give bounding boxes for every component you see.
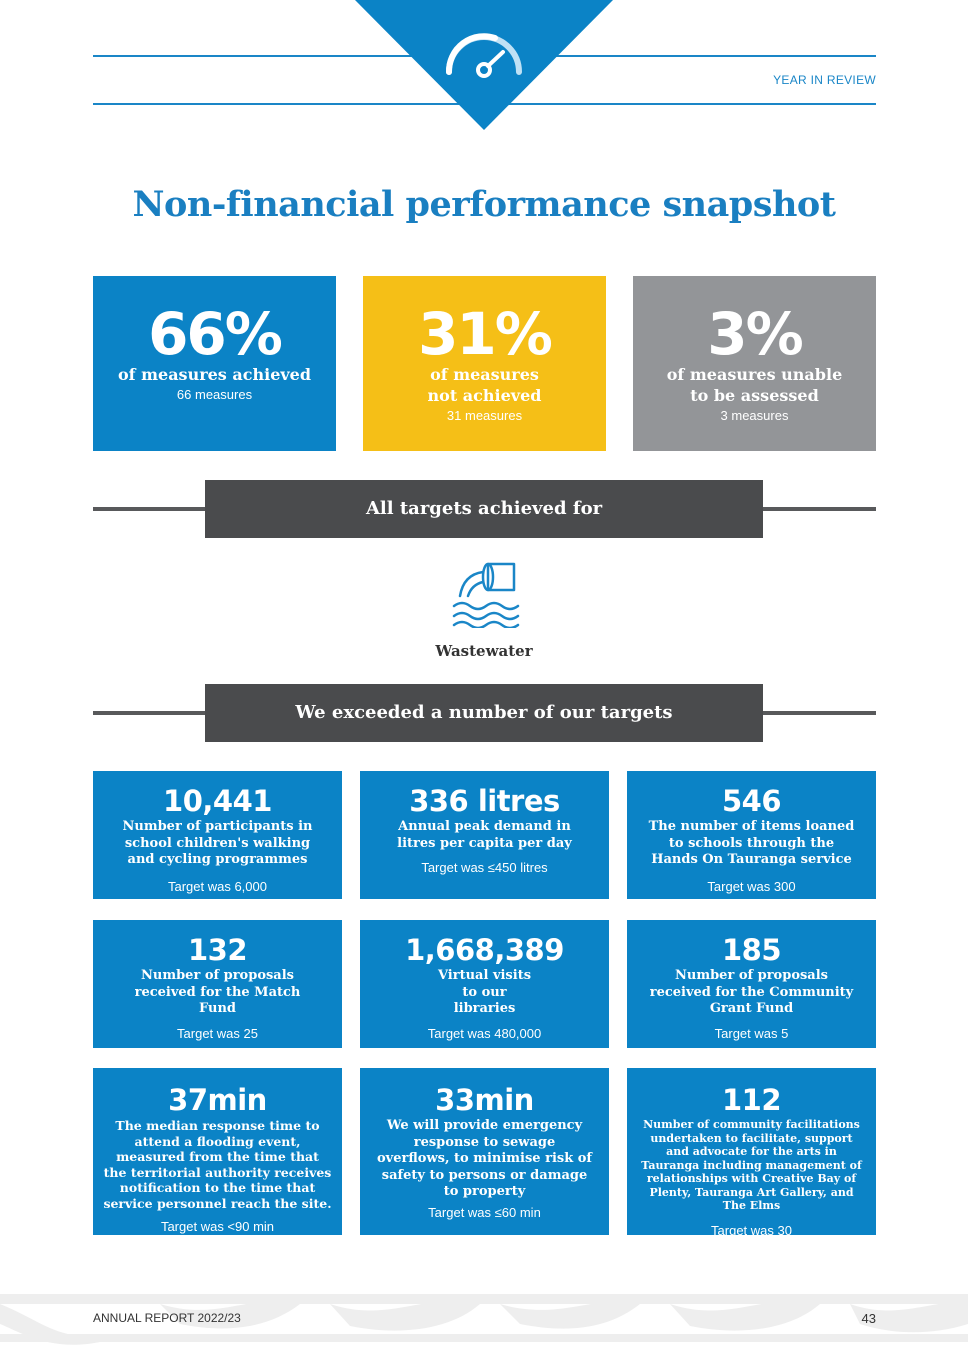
metric-value: 10,441 xyxy=(163,784,272,818)
footer-report-title: ANNUAL REPORT 2022/23 xyxy=(93,1311,241,1325)
stat-not-achieved: 31% of measures not achieved 31 measures xyxy=(363,276,606,451)
metric-target: Target was ≤450 litres xyxy=(421,860,548,875)
stat-label: of measures achieved xyxy=(117,365,312,384)
stat-value: 31% xyxy=(418,300,553,368)
metric-card: 336 litres Annual peak demand in litres … xyxy=(360,771,609,899)
page-number: 43 xyxy=(861,1311,876,1326)
metric-value: 132 xyxy=(187,933,248,967)
stat-count: 66 measures xyxy=(176,387,253,402)
metric-card: 546 The number of items loaned to school… xyxy=(627,771,876,899)
header-triangle xyxy=(355,0,613,130)
metric-card: 33min We will provide emergency response… xyxy=(360,1068,609,1235)
gauge-icon xyxy=(445,33,522,78)
metric-target: Target was 480,000 xyxy=(427,1025,542,1041)
wastewater-icon xyxy=(452,562,520,628)
metric-value: 185 xyxy=(721,933,782,967)
metric-card: 112 Number of community facilitations un… xyxy=(627,1068,876,1238)
metric-target: Target was 5 xyxy=(714,1025,789,1041)
banner-all-targets: All targets achieved for xyxy=(205,480,763,538)
metric-description: Annual peak demand in litres per capita … xyxy=(397,819,572,851)
footer-pattern xyxy=(0,1294,968,1345)
stat-count: 31 measures xyxy=(446,408,523,423)
metric-card: 132 Number of proposals received for the… xyxy=(93,920,342,1048)
metric-value: 37min xyxy=(168,1083,267,1117)
stat-value: 3% xyxy=(707,300,803,368)
metric-target: Target was 25 xyxy=(177,1025,258,1041)
metric-description: Number of proposals received for the Mat… xyxy=(134,968,301,1016)
metric-description: The number of items loaned to schools th… xyxy=(648,819,855,867)
wastewater-label: Wastewater xyxy=(435,642,533,660)
stat-count: 3 measures xyxy=(720,408,789,423)
metric-value: 546 xyxy=(721,784,782,818)
metric-value: 112 xyxy=(721,1083,782,1117)
metric-value: 336 litres xyxy=(409,784,560,818)
metric-value: 33min xyxy=(435,1083,534,1117)
metric-description: Number of community facilitations undert… xyxy=(641,1118,862,1212)
metric-value: 1,668,389 xyxy=(405,933,564,967)
section-label: YEAR IN REVIEW xyxy=(773,73,876,87)
metric-target: Target was 300 xyxy=(707,878,796,894)
metric-card: 10,441 Number of participants in school … xyxy=(93,771,342,899)
metric-card: 1,668,389 Virtual visits to our librarie… xyxy=(360,920,609,1048)
metric-target: Target was 6,000 xyxy=(167,878,267,894)
metric-description: Number of proposals received for the Com… xyxy=(649,968,854,1016)
stat-unable: 3% of measures unable to be assessed 3 m… xyxy=(633,276,876,451)
stat-label: of measures unable to be assessed xyxy=(666,365,843,405)
metric-card: 185 Number of proposals received for the… xyxy=(627,920,876,1048)
metric-description: Number of participants in school childre… xyxy=(122,819,313,867)
metric-card: 37min The median response time to attend… xyxy=(93,1068,342,1235)
metric-target: Target was <90 min xyxy=(160,1219,275,1234)
stat-value: 66% xyxy=(148,300,283,368)
metric-description: Virtual visits to our libraries xyxy=(437,968,532,1016)
stat-achieved: 66% of measures achieved 66 measures xyxy=(93,276,336,451)
stat-label: of measures not achieved xyxy=(427,365,542,405)
banner-exceeded-targets: We exceeded a number of our targets xyxy=(205,684,763,742)
metric-description: The median response time to attend a flo… xyxy=(103,1118,332,1211)
metric-target: Target was ≤60 min xyxy=(428,1204,541,1220)
metric-description: We will provide emergency response to se… xyxy=(376,1118,593,1199)
metric-target: Target was 30 xyxy=(711,1222,792,1238)
page-title: Non-financial performance snapshot xyxy=(132,184,836,225)
